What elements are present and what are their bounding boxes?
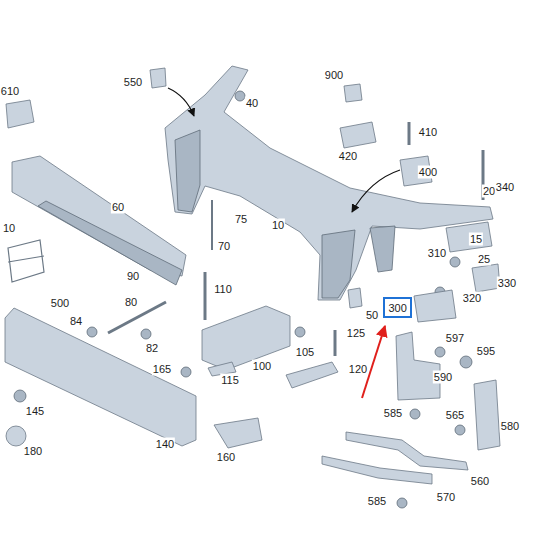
callout-number: 60 (111, 201, 125, 214)
callout-number: 565 (445, 409, 465, 422)
callout-number: 320 (462, 292, 482, 305)
callout-number: 90 (126, 270, 140, 283)
callout-number: 550 (123, 76, 143, 89)
callout-number: 120 (348, 363, 368, 376)
callout-number: 15 (469, 233, 483, 246)
callout-number: 400 (418, 166, 438, 179)
callout-number: 500 (50, 297, 70, 310)
callout-number: 595 (476, 345, 496, 358)
callout-number: 145 (25, 405, 45, 418)
callout-number: 570 (436, 491, 456, 504)
callout-number: 597 (445, 332, 465, 345)
callout-number: 70 (217, 240, 231, 253)
callout-number: 340 (495, 181, 515, 194)
callout-number: 140 (155, 438, 175, 451)
callout-number: 82 (145, 342, 159, 355)
callout-number: 110 (213, 283, 233, 296)
callout-number: 100 (252, 360, 272, 373)
callout-number: 420 (338, 150, 358, 163)
callout-number: 75 (234, 213, 248, 226)
highlight-box: 300 (383, 297, 412, 318)
callout-number: 125 (346, 327, 366, 340)
callout-number: 585 (367, 495, 387, 508)
callout-number: 580 (500, 420, 520, 433)
callout-number: 84 (69, 315, 83, 328)
callout-number: 610 (0, 85, 20, 98)
callout-number: 590 (433, 371, 453, 384)
callout-number: 80 (124, 296, 138, 309)
callout-number: 40 (245, 97, 259, 110)
callout-number: 160 (216, 451, 236, 464)
callout-number: 300 (389, 302, 406, 315)
callout-number: 330 (497, 277, 517, 290)
callout-number: 10 (2, 222, 16, 235)
callout-number: 180 (23, 445, 43, 458)
callout-number: 310 (427, 247, 447, 260)
callout-number: 165 (152, 363, 172, 376)
callout-number: 115 (220, 374, 240, 387)
callout-number: 25 (477, 253, 491, 266)
callout-number: 585 (383, 407, 403, 420)
callout-number: 105 (295, 346, 315, 359)
callout-number: 50 (365, 309, 379, 322)
callout-number: 10 (271, 219, 285, 232)
callout-number: 560 (470, 475, 490, 488)
callout-number: 900 (324, 69, 344, 82)
callout-number: 410 (418, 126, 438, 139)
